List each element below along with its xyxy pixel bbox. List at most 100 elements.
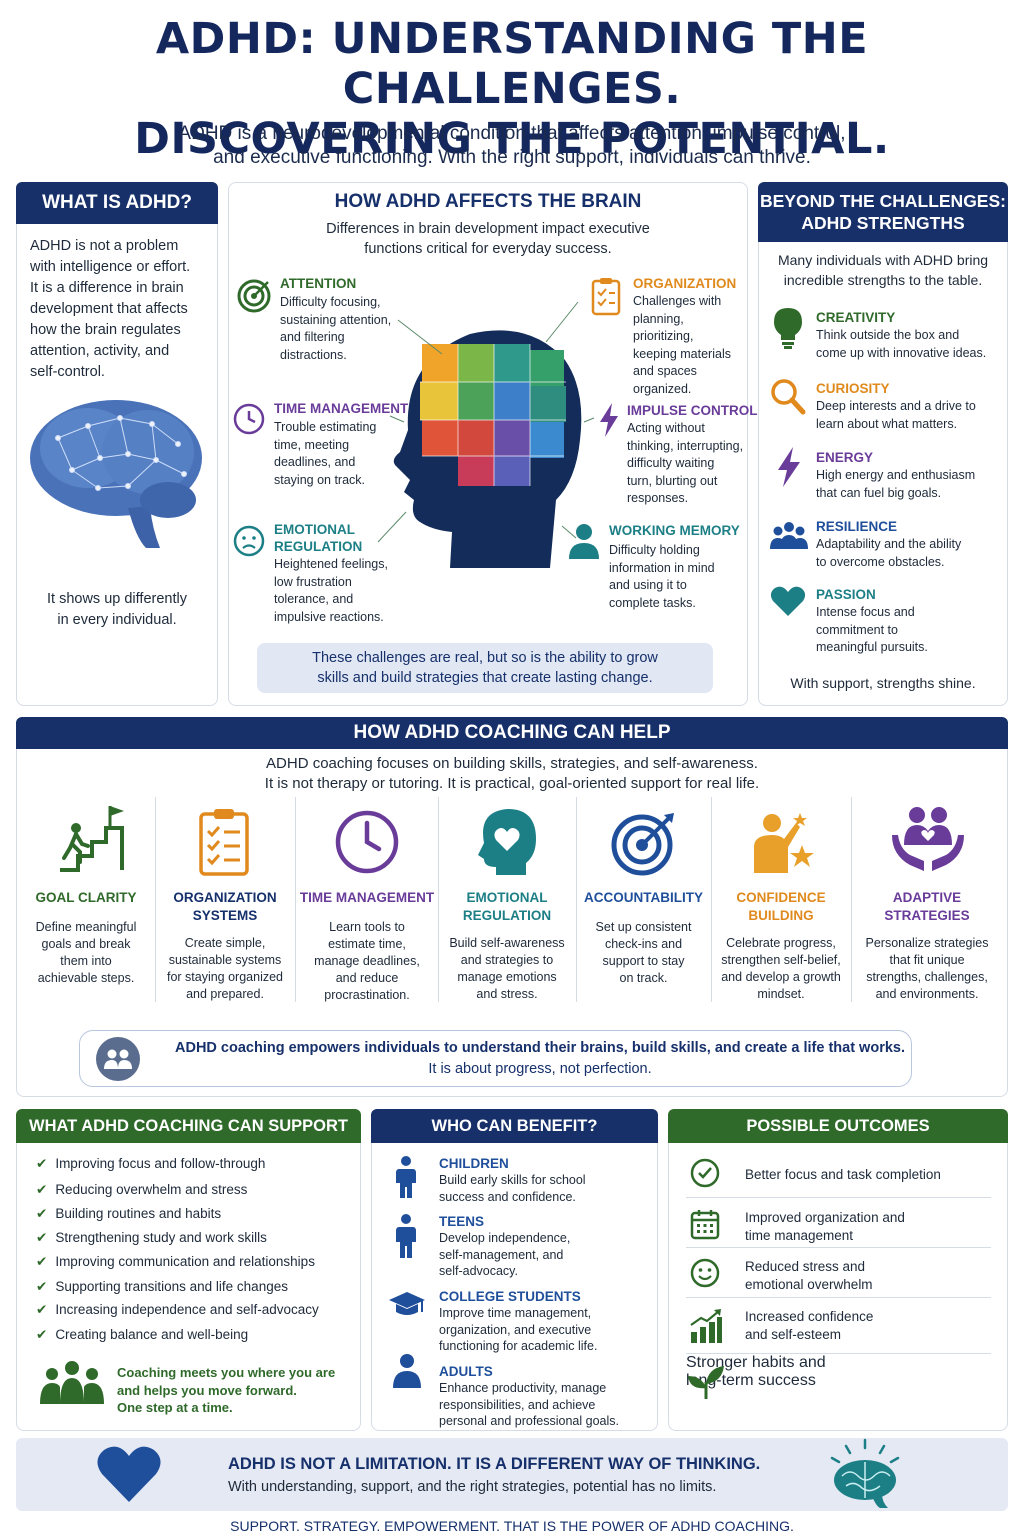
target-arrow-icon	[611, 813, 674, 876]
hands-people-icon	[892, 807, 964, 871]
support-card	[16, 1109, 361, 1431]
working-memory-desc: Difficulty holding information in mind a…	[609, 542, 739, 612]
desc-line: and spaces	[633, 364, 697, 378]
desc-line: manage deadlines,	[314, 954, 420, 968]
what-is-line: It is a difference in brain	[30, 280, 184, 296]
target-icon	[237, 279, 271, 313]
strengths-header-line: ADHD STRENGTHS	[801, 213, 965, 233]
coaching-intro: ADHD coaching focuses on building skills…	[16, 754, 1008, 794]
accountability-label: ACCOUNTABILITY	[578, 889, 709, 907]
column-divider	[155, 797, 156, 1002]
desc-line: and using it to	[609, 578, 687, 592]
support-item: ✔ Improving communication and relationshi…	[36, 1253, 315, 1271]
desc-line: manage emotions	[457, 970, 557, 984]
coaching-banner-text: ADHD coaching empowers individuals to un…	[150, 1038, 930, 1080]
desc-line: Build early skills for school	[439, 1173, 586, 1187]
desc-line: estimate time,	[328, 937, 406, 951]
support-item-text: Creating balance and well-being	[55, 1327, 249, 1342]
organization-desc: Challenges with planning, prioritizing, …	[633, 293, 745, 398]
graduation-cap-icon	[389, 1292, 425, 1315]
attention-desc: Difficulty focusing, sustaining attentio…	[280, 294, 410, 364]
check-icon: ✔	[36, 1279, 48, 1294]
desc-line: on track.	[619, 971, 668, 985]
label-line: ADAPTIVE	[892, 890, 962, 905]
desc-line: and strategies to	[460, 953, 554, 967]
adaptive-strategies-label: ADAPTIVE STRATEGIES	[854, 889, 1000, 925]
brain-effects-intro: Differences in brain development impact …	[228, 219, 748, 259]
support-footer-line: One step at a time.	[117, 1400, 233, 1415]
outcome-text: Stronger habits and long-term success	[686, 1354, 991, 1390]
desc-line: time, meeting	[274, 437, 350, 452]
callout-line: These challenges are real, but so is the…	[312, 650, 658, 666]
energy-label: ENERGY	[816, 450, 874, 465]
desc-line: impulsive reactions.	[274, 609, 384, 624]
outcome-line: Better focus and task completion	[745, 1167, 941, 1182]
time-management-desc: Trouble estimating time, meeting deadlin…	[274, 419, 394, 489]
check-circle-icon	[690, 1158, 720, 1188]
smile-icon	[690, 1258, 720, 1288]
support-footer: Coaching meets you where you are and hel…	[117, 1364, 335, 1417]
checklist-icon	[199, 809, 249, 876]
support-item-text: Improving communication and relationship…	[55, 1254, 315, 1269]
desc-line: Develop independence,	[439, 1231, 571, 1245]
brain-intro-line: functions critical for everyday success.	[364, 241, 612, 257]
accountability-desc: Set up consistent check-ins and support …	[582, 919, 705, 987]
support-item-text: Strengthening study and work skills	[55, 1230, 267, 1245]
desc-line: and prepared.	[186, 987, 264, 1001]
desc-line: Adaptability and the ability	[816, 537, 962, 551]
desc-line: self-advocacy.	[439, 1264, 518, 1278]
what-is-footer-line: It shows up differently	[47, 591, 187, 607]
benefit-header: WHO CAN BENEFIT?	[371, 1109, 658, 1143]
passion-label: PASSION	[816, 587, 876, 602]
desc-line: and environments.	[875, 987, 979, 1001]
support-item-text: Building routines and habits	[55, 1206, 222, 1221]
desc-line: procrastination.	[324, 988, 410, 1002]
column-divider	[295, 797, 296, 1002]
desc-line: thinking, interrupting,	[627, 438, 744, 453]
desc-line: organization, and executive	[439, 1322, 592, 1337]
label-line: EMOTIONAL	[466, 890, 548, 905]
coaching-organization-systems: ORGANIZATION SYSTEMS Create simple, sust…	[158, 797, 292, 1002]
time-management-coaching-desc: Learn tools to estimate time, manage dea…	[302, 919, 432, 1004]
what-is-line: ADHD is not a problem	[30, 238, 179, 254]
outcome-line: long-term success	[686, 1372, 816, 1389]
brain-effects-header: HOW ADHD AFFECTS THE BRAIN	[334, 191, 642, 212]
resilience-label: RESILIENCE	[816, 519, 898, 534]
emotional-regulation-coaching-desc: Build self-awareness and strategies to m…	[444, 935, 570, 1003]
column-divider	[711, 797, 712, 1002]
attention-label: ATTENTION	[280, 276, 357, 291]
clipboard-checklist-icon	[591, 278, 621, 316]
desc-line: Difficulty holding	[609, 543, 700, 557]
what-is-line: development that affects	[30, 301, 188, 317]
emotional-regulation-desc: Heightened feelings, low frustration tol…	[274, 556, 400, 626]
outcome-line: emotional overwhelm	[745, 1276, 873, 1292]
college-students-label: COLLEGE STUDENTS	[439, 1289, 581, 1304]
brain-idea-icon	[830, 1438, 900, 1508]
outcome-row: Increased confidence and self-esteem	[686, 1298, 991, 1354]
coaching-time-management: TIME MANAGEMENT Learn tools to estimate …	[298, 797, 436, 1002]
teens-desc: Develop independence, self-management, a…	[439, 1230, 649, 1280]
desc-line: and reduce	[335, 971, 399, 985]
label-line: GOAL CLARITY	[35, 890, 137, 905]
outcomes-header: POSSIBLE OUTCOMES	[668, 1109, 1008, 1143]
outcomes-card	[668, 1109, 1008, 1431]
brain-network-icon	[30, 400, 202, 548]
strengths-header: BEYOND THE CHALLENGES: ADHD STRENGTHS	[758, 182, 1008, 242]
check-icon: ✔	[36, 1327, 48, 1342]
what-is-footer-line: in every individual.	[57, 612, 177, 628]
outcome-text: Better focus and task completion	[745, 1166, 941, 1184]
creativity-desc: Think outside the box and come up with i…	[816, 327, 1002, 362]
desc-line: Intense focus and	[816, 605, 915, 619]
check-icon: ✔	[36, 1254, 48, 1269]
strengths-intro-line: Many individuals with ADHD bring	[777, 252, 989, 268]
magnifier-icon	[771, 379, 806, 415]
coaching-intro-line: It is not therapy or tutoring. It is pra…	[264, 775, 760, 792]
what-is-line: attention, activity, and	[30, 343, 170, 359]
outcome-text: Reduced stress and emotional overwhelm	[745, 1258, 873, 1293]
title-line-2: DISCOVERING THE POTENTIAL.	[134, 114, 890, 164]
desc-line: organized.	[633, 381, 692, 396]
support-item: ✔Building routines and habits	[36, 1205, 221, 1223]
outcome-line: Reduced stress and	[745, 1259, 866, 1274]
desc-line: turn, blurting out	[627, 473, 718, 488]
group-people-icon	[40, 1361, 104, 1404]
